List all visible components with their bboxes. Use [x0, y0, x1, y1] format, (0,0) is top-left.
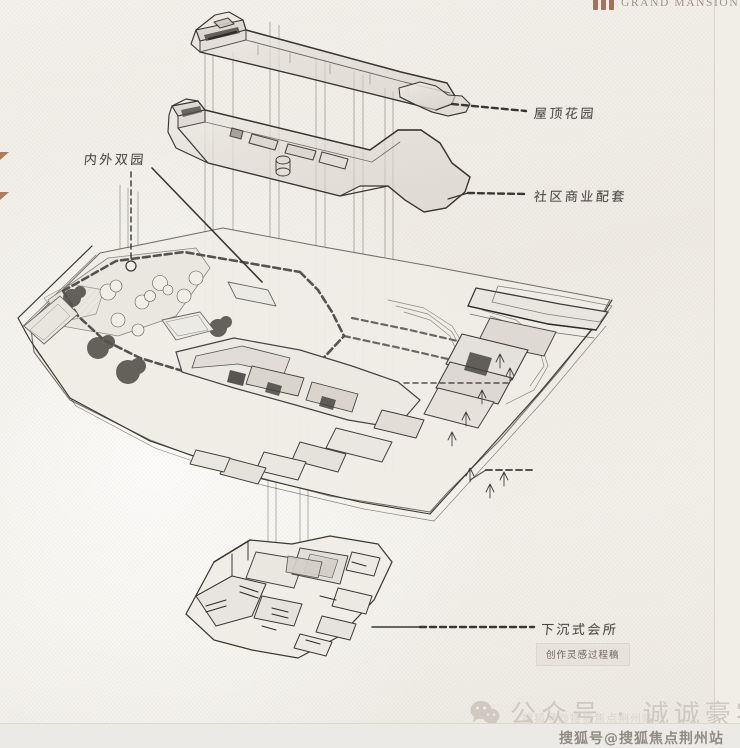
tree-canopies — [63, 270, 232, 384]
annotation-rooftop-garden: 屋顶花园 — [533, 107, 597, 122]
architectural-exploded-axonometric-drawing — [17, 11, 613, 659]
wechat-icon — [470, 700, 500, 725]
edge-triangle-mark-1 — [0, 152, 9, 160]
planting-marks — [447, 353, 515, 499]
leader-lines — [125, 102, 536, 629]
southeast-blocks — [189, 409, 425, 485]
annotation-community-retail: 社区商业配套 — [533, 190, 628, 205]
layer-sunken-clubhouse — [185, 535, 393, 659]
annotation-sunken-clubhouse: 下沉式会所 — [540, 623, 619, 638]
layer-site-plan — [17, 227, 613, 522]
brand-logo: GRAND MANSION — [593, 0, 739, 10]
east-building-bar — [423, 287, 609, 429]
annotation-double-garden: 内外双园 — [83, 153, 147, 168]
three-bars-logo-icon — [593, 0, 614, 10]
edge-triangle-mark-2 — [0, 192, 9, 200]
bottom-attribution-bar: 搜狐号@搜狐焦点荆州站 — [0, 723, 740, 748]
faint-overlay-watermark: 搜狐号@搜狐焦点荆州站 — [522, 713, 655, 725]
clubhouse-fixtures — [205, 561, 367, 645]
central-buildings — [175, 337, 421, 429]
brand-logo-text: GRAND MANSION — [621, 0, 740, 9]
process-draft-caption: 创作灵感过程稿 — [536, 643, 630, 666]
right-margin-rail — [714, 0, 740, 748]
layer-community-retail — [167, 81, 471, 213]
bottom-bar-text: 搜狐号@搜狐焦点荆州站 — [559, 731, 724, 747]
